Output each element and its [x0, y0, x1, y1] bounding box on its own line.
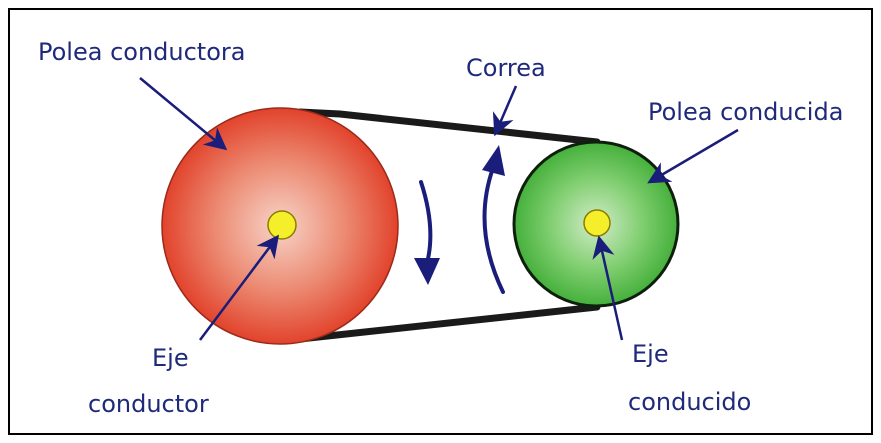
- driven-pulley-label: Polea conducida: [648, 98, 843, 126]
- belt-label: Correa: [466, 54, 546, 82]
- driver-pulley-label: Polea conductora: [38, 38, 245, 66]
- driven-axle-pointer-icon: [592, 235, 624, 341]
- driver-axle-pointer-icon: [199, 234, 280, 341]
- driver-pulley-pointer-icon: [139, 77, 228, 151]
- driver-rotation-arrow-icon: [414, 180, 440, 285]
- diagram-frame: [8, 8, 873, 435]
- driven-rotation-arrow-icon: [482, 145, 505, 294]
- driven-axle-label-line1: Eje: [632, 340, 669, 368]
- driver-axle-label-line2: conductor: [88, 390, 209, 418]
- driver-axle-label-line1: Eje: [152, 344, 189, 372]
- belt-pointer-icon: [492, 85, 518, 137]
- driven-axle-label-line2: conducido: [628, 388, 751, 416]
- driven-axle: [583, 209, 611, 237]
- driven-pulley-pointer-icon: [647, 128, 739, 184]
- driver-axle: [267, 210, 297, 240]
